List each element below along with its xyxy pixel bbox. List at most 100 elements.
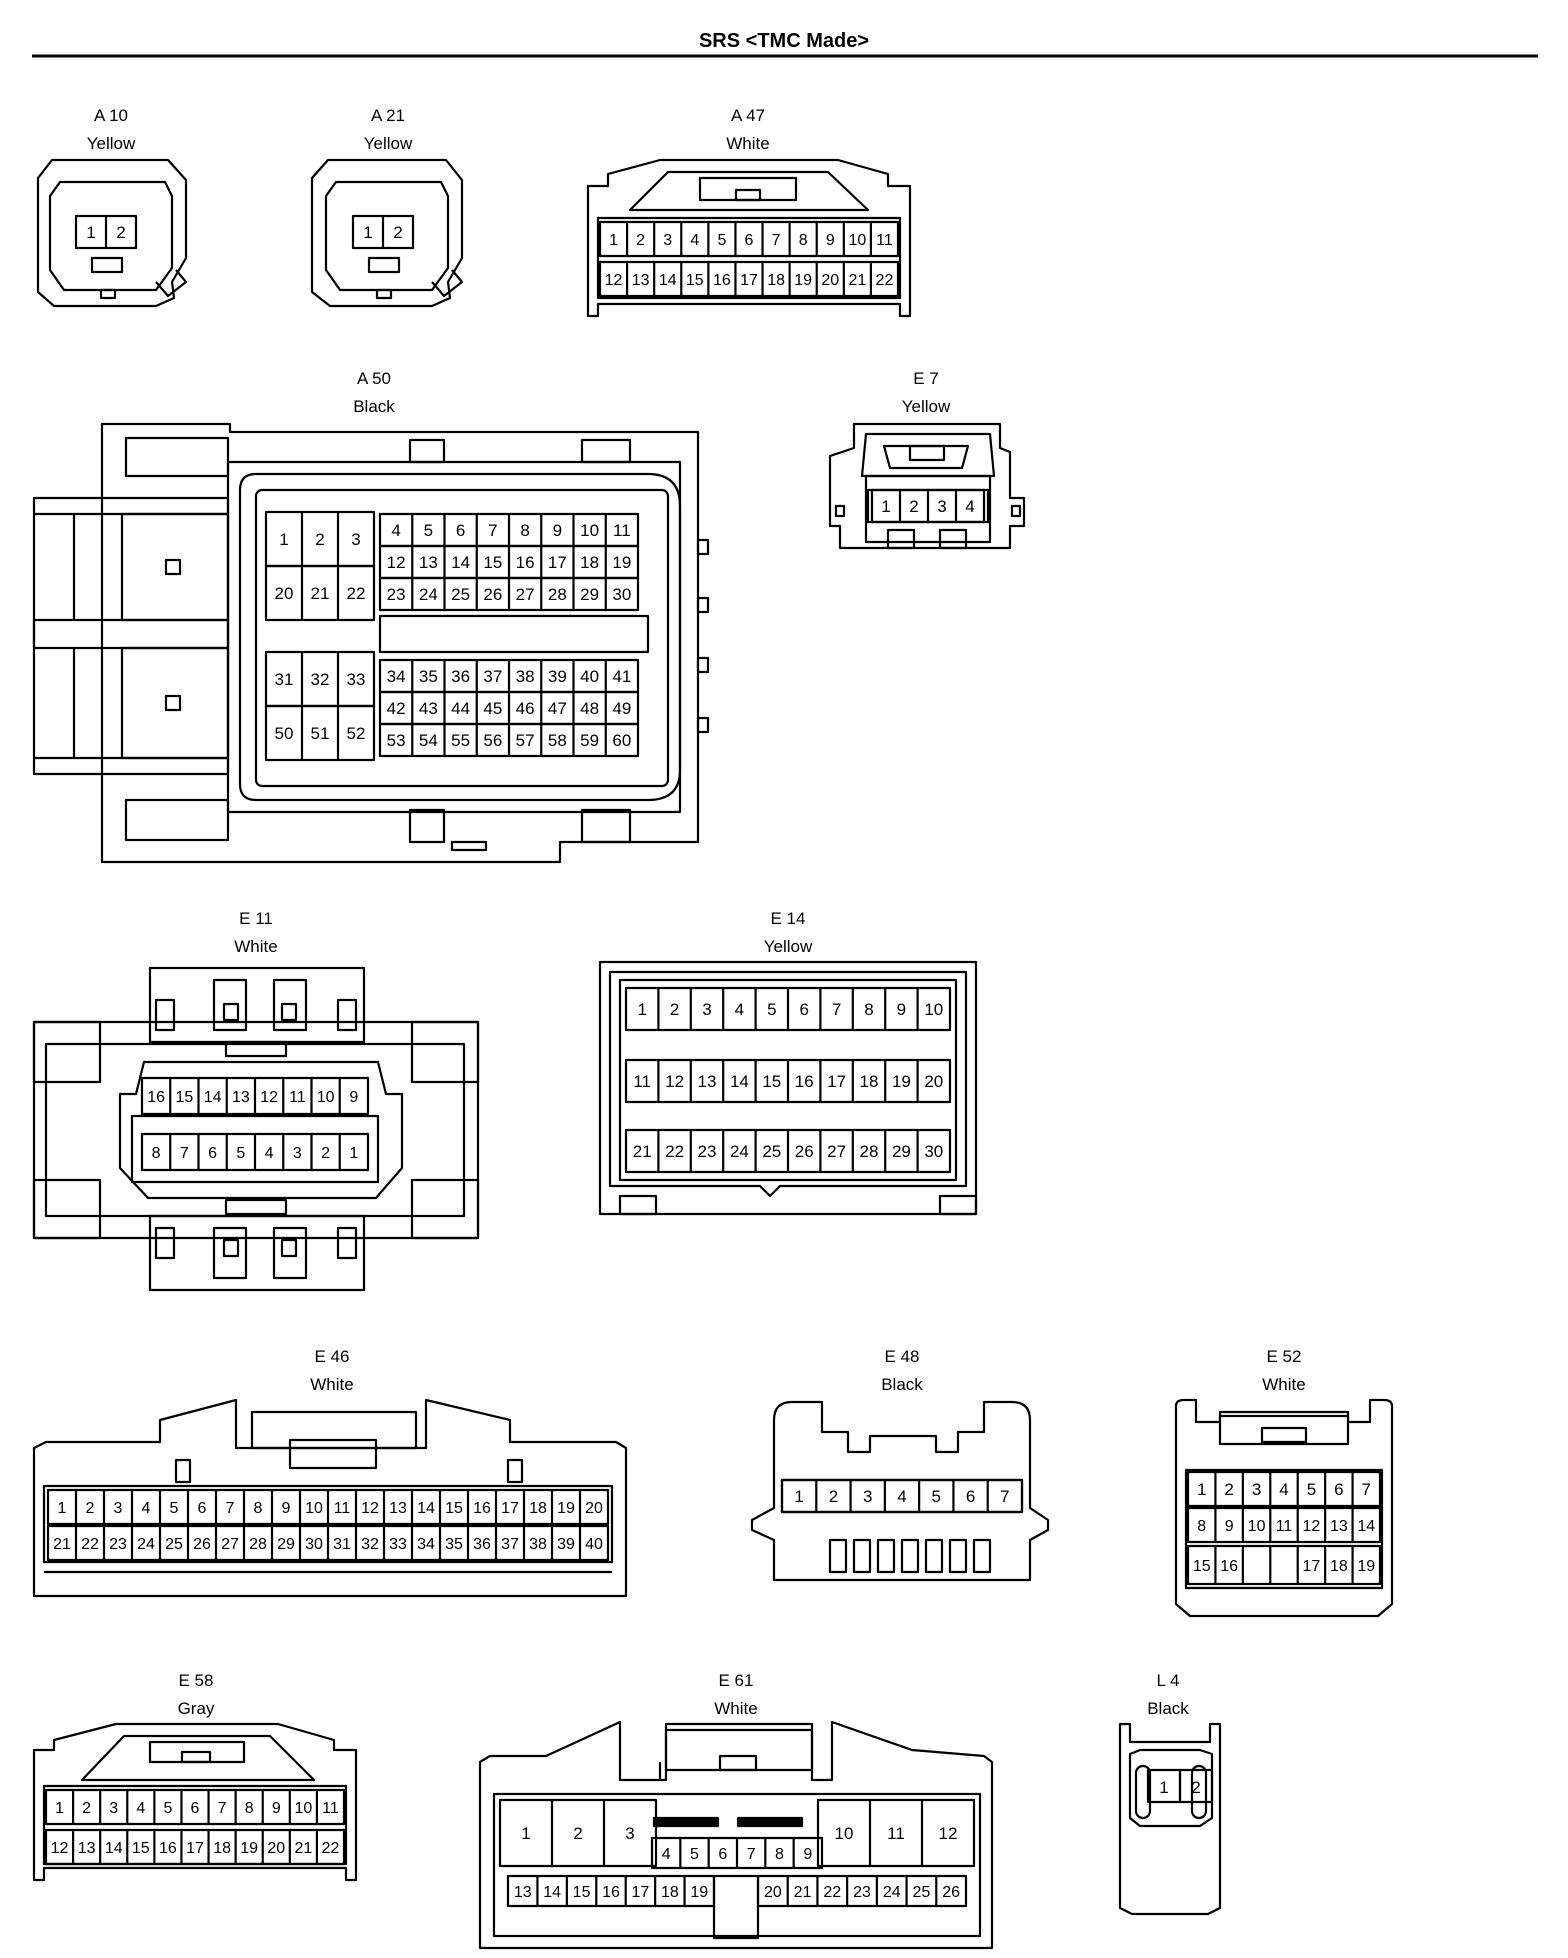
- svg-text:7: 7: [180, 1145, 189, 1162]
- svg-text:59: 59: [580, 731, 599, 750]
- svg-text:4: 4: [1279, 1480, 1288, 1499]
- svg-text:20: 20: [267, 1840, 285, 1857]
- svg-text:14: 14: [417, 1500, 435, 1517]
- svg-text:11: 11: [1276, 1518, 1293, 1535]
- svg-text:26: 26: [483, 585, 502, 604]
- svg-text:1: 1: [881, 497, 890, 516]
- connector-e48-id: E 48: [885, 1347, 920, 1366]
- svg-text:14: 14: [105, 1840, 123, 1857]
- svg-text:1: 1: [363, 223, 372, 242]
- svg-text:40: 40: [585, 1536, 603, 1553]
- connector-a21: A 21 Yellow 1 2: [310, 106, 464, 308]
- svg-text:32: 32: [361, 1536, 379, 1553]
- svg-text:15: 15: [132, 1840, 150, 1857]
- svg-text:13: 13: [514, 1884, 532, 1901]
- svg-text:12: 12: [260, 1089, 278, 1106]
- connector-e7-id: E 7: [913, 369, 939, 388]
- svg-text:31: 31: [275, 670, 294, 689]
- svg-text:3: 3: [293, 1145, 302, 1162]
- svg-text:25: 25: [165, 1536, 183, 1553]
- svg-text:1: 1: [349, 1145, 358, 1162]
- svg-text:31: 31: [333, 1536, 351, 1553]
- svg-text:6: 6: [718, 1846, 727, 1863]
- svg-text:54: 54: [419, 731, 438, 750]
- svg-text:15: 15: [762, 1072, 781, 1091]
- svg-text:7: 7: [1000, 1487, 1009, 1506]
- svg-text:11: 11: [633, 1072, 651, 1091]
- svg-text:33: 33: [347, 670, 366, 689]
- svg-text:28: 28: [249, 1536, 267, 1553]
- connector-a50: A 50 Black: [32, 369, 710, 864]
- svg-text:12: 12: [361, 1500, 379, 1517]
- svg-text:4: 4: [391, 521, 400, 540]
- svg-text:30: 30: [305, 1536, 323, 1553]
- svg-text:9: 9: [803, 1846, 812, 1863]
- svg-text:34: 34: [387, 667, 406, 686]
- svg-text:7: 7: [226, 1500, 235, 1517]
- svg-text:7: 7: [1362, 1480, 1371, 1499]
- svg-text:26: 26: [942, 1884, 960, 1901]
- svg-text:23: 23: [853, 1884, 871, 1901]
- connector-e58-color: Gray: [178, 1699, 215, 1718]
- svg-text:20: 20: [821, 272, 839, 289]
- connector-e48-color: Black: [881, 1375, 923, 1394]
- svg-text:52: 52: [347, 724, 366, 743]
- svg-text:15: 15: [483, 553, 502, 572]
- svg-text:15: 15: [175, 1089, 193, 1106]
- svg-text:21: 21: [848, 272, 866, 289]
- svg-text:43: 43: [419, 699, 438, 718]
- svg-text:13: 13: [78, 1840, 96, 1857]
- svg-text:2: 2: [82, 1800, 91, 1817]
- connector-e61-id: E 61: [719, 1671, 754, 1690]
- svg-text:20: 20: [924, 1072, 943, 1091]
- svg-text:13: 13: [698, 1072, 717, 1091]
- svg-text:9: 9: [282, 1500, 291, 1517]
- svg-text:18: 18: [529, 1500, 547, 1517]
- svg-text:2: 2: [829, 1487, 838, 1506]
- svg-text:4: 4: [136, 1800, 145, 1817]
- svg-text:56: 56: [483, 731, 502, 750]
- svg-text:21: 21: [311, 584, 330, 603]
- svg-text:15: 15: [573, 1884, 591, 1901]
- svg-text:27: 27: [516, 585, 535, 604]
- svg-text:6: 6: [745, 232, 754, 249]
- svg-text:12: 12: [939, 1824, 958, 1843]
- svg-text:5: 5: [236, 1145, 245, 1162]
- svg-text:7: 7: [747, 1846, 756, 1863]
- svg-text:3: 3: [1252, 1480, 1261, 1499]
- svg-text:37: 37: [483, 667, 502, 686]
- svg-text:19: 19: [794, 272, 812, 289]
- svg-text:12: 12: [665, 1072, 684, 1091]
- svg-text:9: 9: [349, 1089, 358, 1106]
- svg-text:17: 17: [1303, 1558, 1321, 1575]
- svg-text:10: 10: [294, 1800, 312, 1817]
- svg-text:24: 24: [137, 1536, 155, 1553]
- svg-text:42: 42: [387, 699, 406, 718]
- svg-text:2: 2: [116, 223, 125, 242]
- svg-text:2: 2: [321, 1145, 330, 1162]
- svg-text:8: 8: [520, 521, 529, 540]
- connector-a47-id: A 47: [731, 106, 765, 125]
- svg-text:22: 22: [81, 1536, 99, 1553]
- svg-text:33: 33: [389, 1536, 407, 1553]
- svg-text:12: 12: [1303, 1518, 1321, 1535]
- svg-text:40: 40: [580, 667, 599, 686]
- svg-text:1: 1: [609, 232, 618, 249]
- svg-text:17: 17: [501, 1500, 519, 1517]
- svg-text:10: 10: [317, 1089, 335, 1106]
- svg-text:3: 3: [863, 1487, 872, 1506]
- connector-a50-id: A 50: [357, 369, 391, 388]
- connector-a47-color: White: [726, 134, 769, 153]
- svg-text:1: 1: [794, 1487, 803, 1506]
- svg-text:4: 4: [965, 497, 974, 516]
- svg-text:55: 55: [451, 731, 470, 750]
- svg-text:2: 2: [315, 530, 324, 549]
- svg-text:16: 16: [713, 272, 731, 289]
- svg-text:51: 51: [311, 724, 330, 743]
- svg-text:1: 1: [1197, 1480, 1206, 1499]
- svg-text:3: 3: [663, 232, 672, 249]
- svg-text:37: 37: [501, 1536, 519, 1553]
- svg-text:26: 26: [795, 1142, 814, 1161]
- svg-text:3: 3: [702, 1000, 711, 1019]
